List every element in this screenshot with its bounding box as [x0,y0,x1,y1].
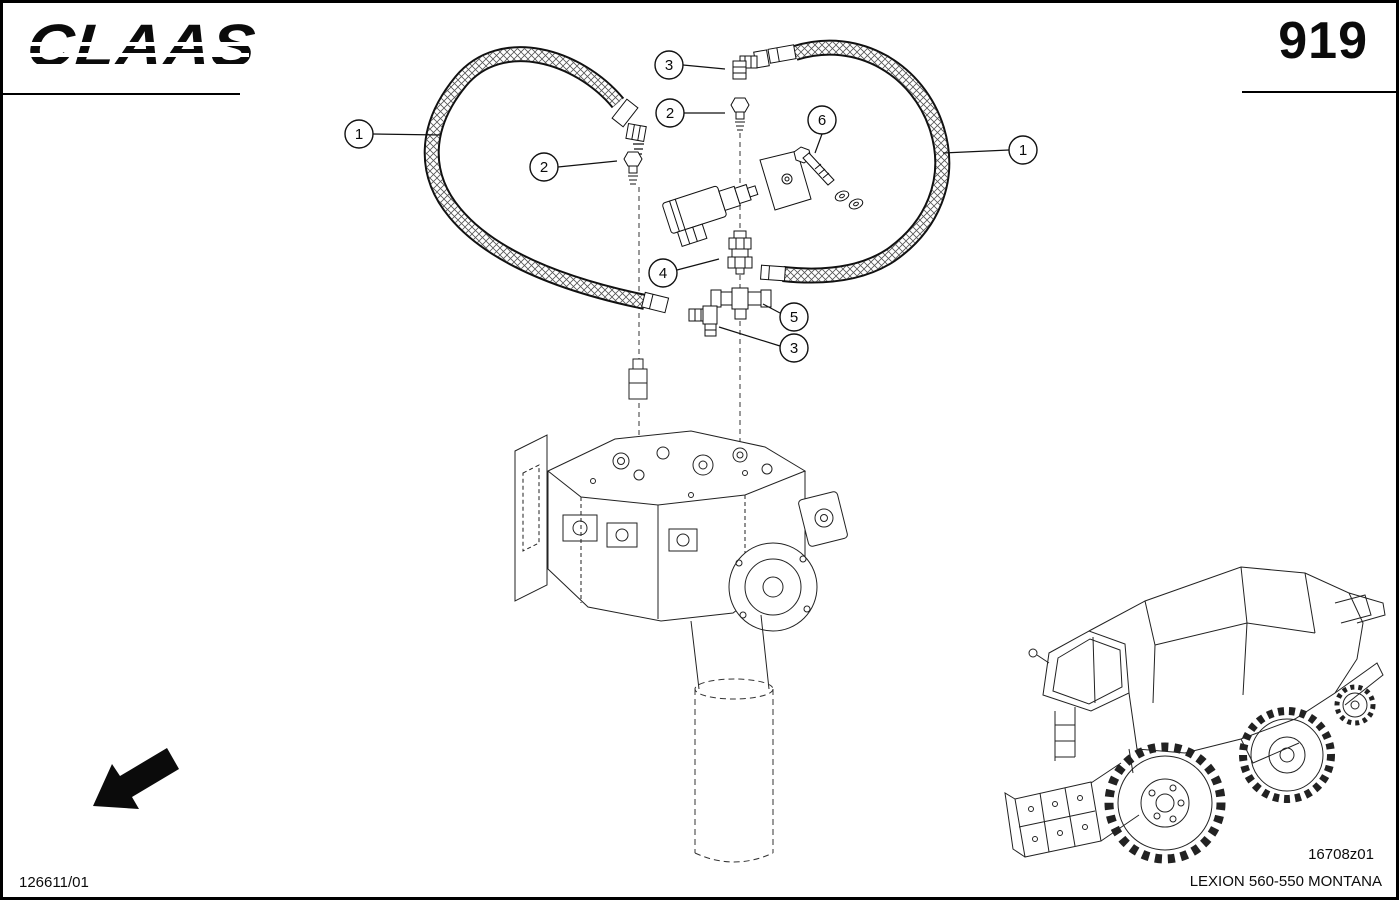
callout-number: 6 [818,112,826,129]
parts-diagram: 3 2 6 1 2 1 4 [93,39,1386,864]
callout-number: 3 [790,340,798,357]
union-fitting-4 [727,230,753,275]
hydraulic-hose-left [423,46,670,314]
callout-1-left: 1 [344,119,374,149]
callout-number: 1 [1019,142,1027,159]
callout-4: 4 [648,258,678,288]
fitting-2-left [623,151,643,185]
filter-cylinder [694,678,774,863]
bolt-and-washers [793,146,864,210]
hose-ferrule [641,291,670,314]
fitting-2-upper [730,97,750,131]
tee-fitting-5 [710,287,772,320]
hose-nut [625,122,647,143]
callout-number: 2 [540,159,548,176]
callout-number: 3 [665,57,673,74]
figure-code: 16708z01 [1308,846,1374,863]
header-rule-right [1242,91,1396,93]
callout-6: 6 [807,105,837,135]
logo-stripe [19,42,249,46]
logo-stripe [19,53,249,57]
leader-lines [372,64,1010,347]
hydraulic-pump-assembly [514,358,848,690]
direction-arrow [93,748,179,809]
callout-number: 2 [666,105,674,122]
hydraulic-hose-right [753,39,951,284]
callout-2-top: 2 [655,98,685,128]
hose-ferrule [760,264,786,282]
hose-ferrule [611,98,639,128]
elbow-fitting-top [732,55,758,80]
brand-name: CLAAS [25,12,265,79]
combine-harvester-sketch [1004,566,1386,864]
header-rule-left [3,93,240,95]
page-number: 919 [1278,12,1368,70]
callout-number: 4 [659,265,667,282]
callout-3-top: 3 [654,50,684,80]
callouts: 3 2 6 1 2 1 4 [344,50,1038,363]
claas-logo: CLAAS [19,12,259,81]
model-name: LEXION 560-550 MONTANA [1189,873,1382,890]
solenoid-valve [662,150,812,248]
hose-ferrule [767,44,797,64]
logo-stripe [19,64,249,67]
callout-number: 5 [790,309,798,326]
callout-1-right: 1 [1008,135,1038,165]
callout-3-bottom: 3 [779,333,809,363]
document-code: 126611/01 [19,874,89,891]
callout-2-left: 2 [529,152,559,182]
elbow-fitting-bottom [688,305,718,337]
callout-5: 5 [779,302,809,332]
callout-number: 1 [355,126,363,143]
